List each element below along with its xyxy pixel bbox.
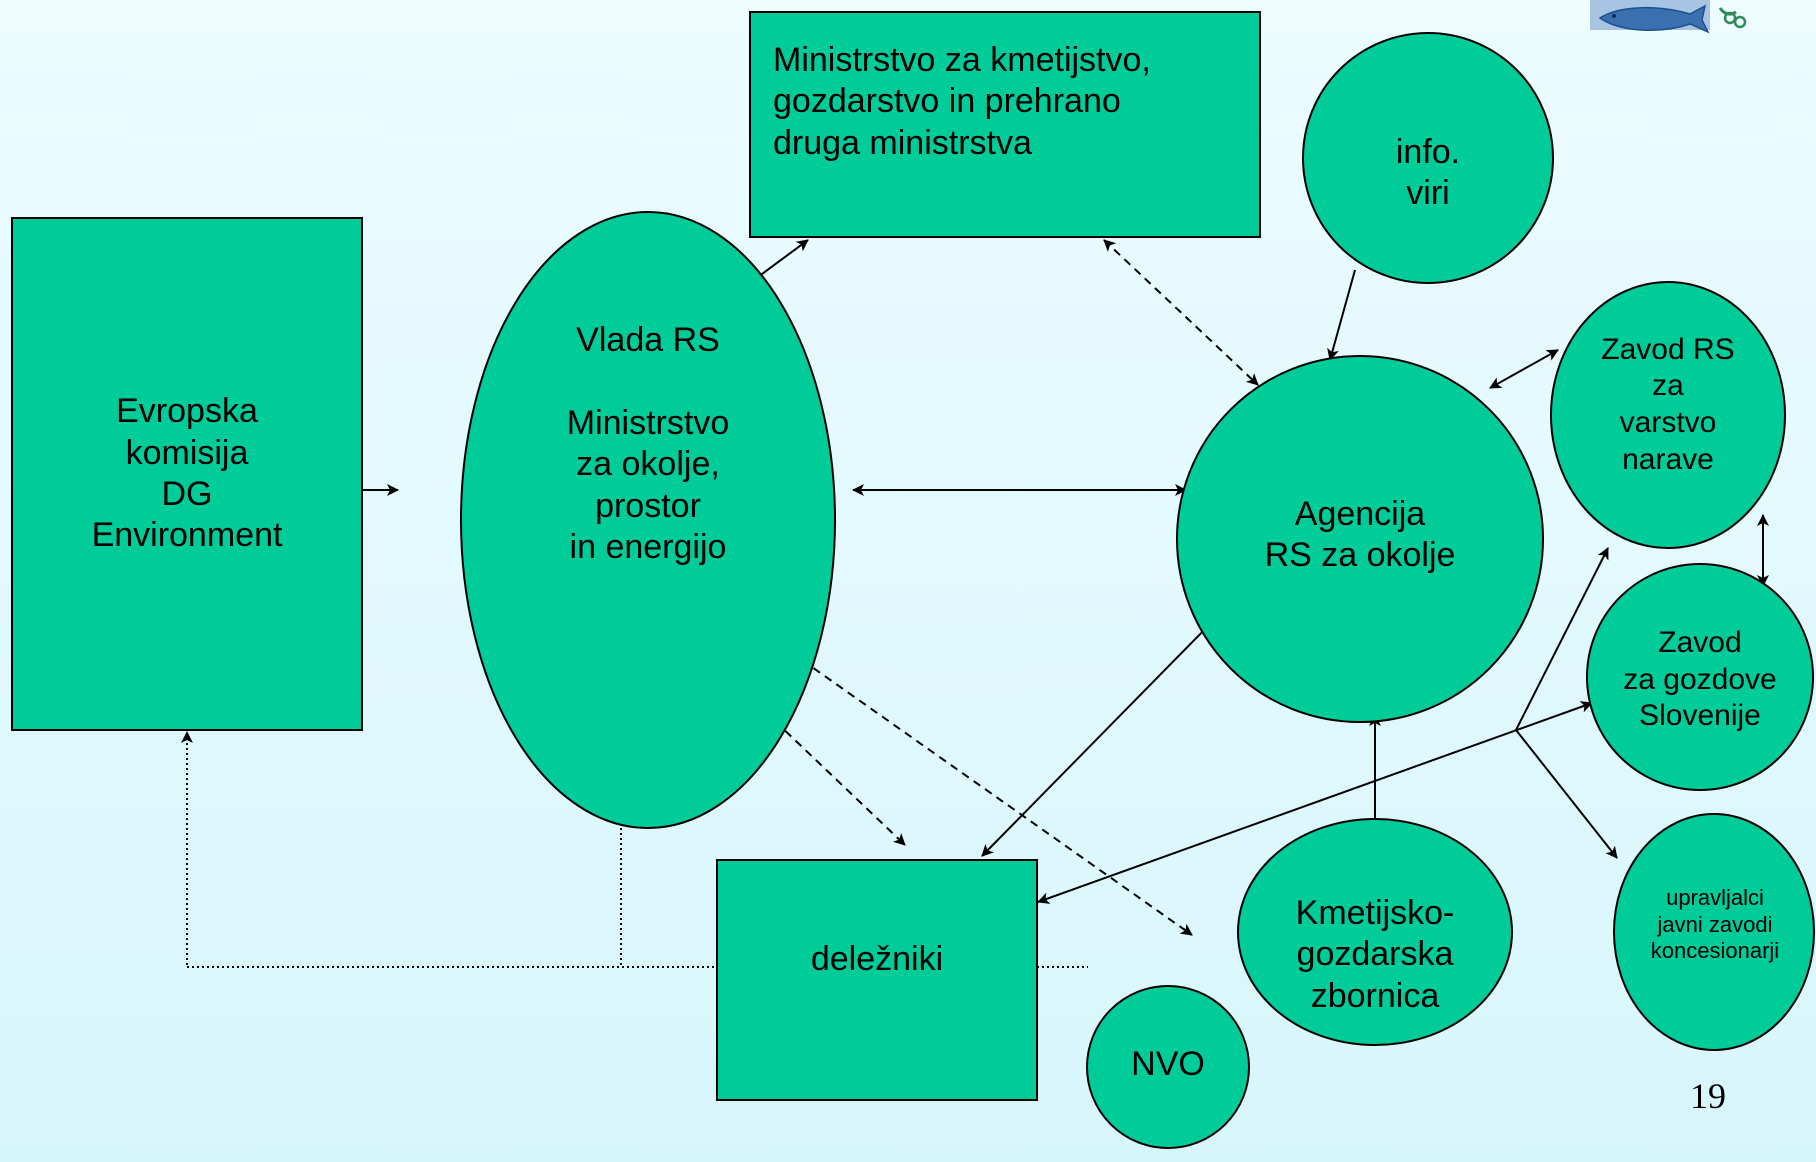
arrow-agencija-delezniki [981,621,1213,857]
label-vlada-rs: Vlada RS Ministrstvo za okolje, prostor … [566,321,730,567]
line-branch-up [1515,547,1609,731]
fish-logo-icon [1590,0,1747,34]
arrow-info-agencija [1327,269,1356,361]
label-evropska-komisija: Evropska komisija DG Environment [91,392,283,555]
page-number: 19 [1690,1076,1726,1116]
circle-info-viri [1302,32,1554,284]
box-evropska-komisija [11,217,363,731]
label-upravljalci: upravljalci javni zavodi koncesionarji [1650,884,1780,964]
label-info-viri: info. viri [1395,132,1461,212]
line-branch-down [1515,729,1618,859]
arrow-delezniki-zavod-gozdove [1037,701,1593,904]
label-kgz: Kmetijsko- gozdarska zbornica [1295,893,1455,1015]
label-agencija: Agencija RS za okolje [1264,494,1456,574]
circle-zavod-gozdove [1586,563,1814,791]
arrow-ministrstvo-agencija-dashed [1103,239,1259,386]
circle-agencija [1176,355,1544,723]
arrow-agencija-zavod-narave [1489,349,1559,389]
circle-nvo [1086,985,1250,1149]
connectors [181,239,1769,968]
label-delezniki: deležniki [810,940,944,979]
label-ministrstvo-kmetijstvo: Ministrstvo za kmetijstvo, gozdarstvo in… [773,41,1151,162]
box-ministrstvo-kmetijstvo [749,11,1261,238]
ellipse-vlada-rs [460,211,836,829]
ellipse-kgz [1237,818,1513,1046]
ellipse-upravljalci [1613,813,1815,1051]
ellipse-zavod-narave [1550,281,1786,549]
shapes [11,11,1815,1149]
label-zavod-narave: Zavod RS za varstvo narave [1601,332,1735,476]
box-delezniki [716,859,1038,1101]
label-nvo: NVO [1131,1045,1205,1084]
label-zavod-gozdove: Zavod za gozdove Slovenije [1623,626,1777,733]
